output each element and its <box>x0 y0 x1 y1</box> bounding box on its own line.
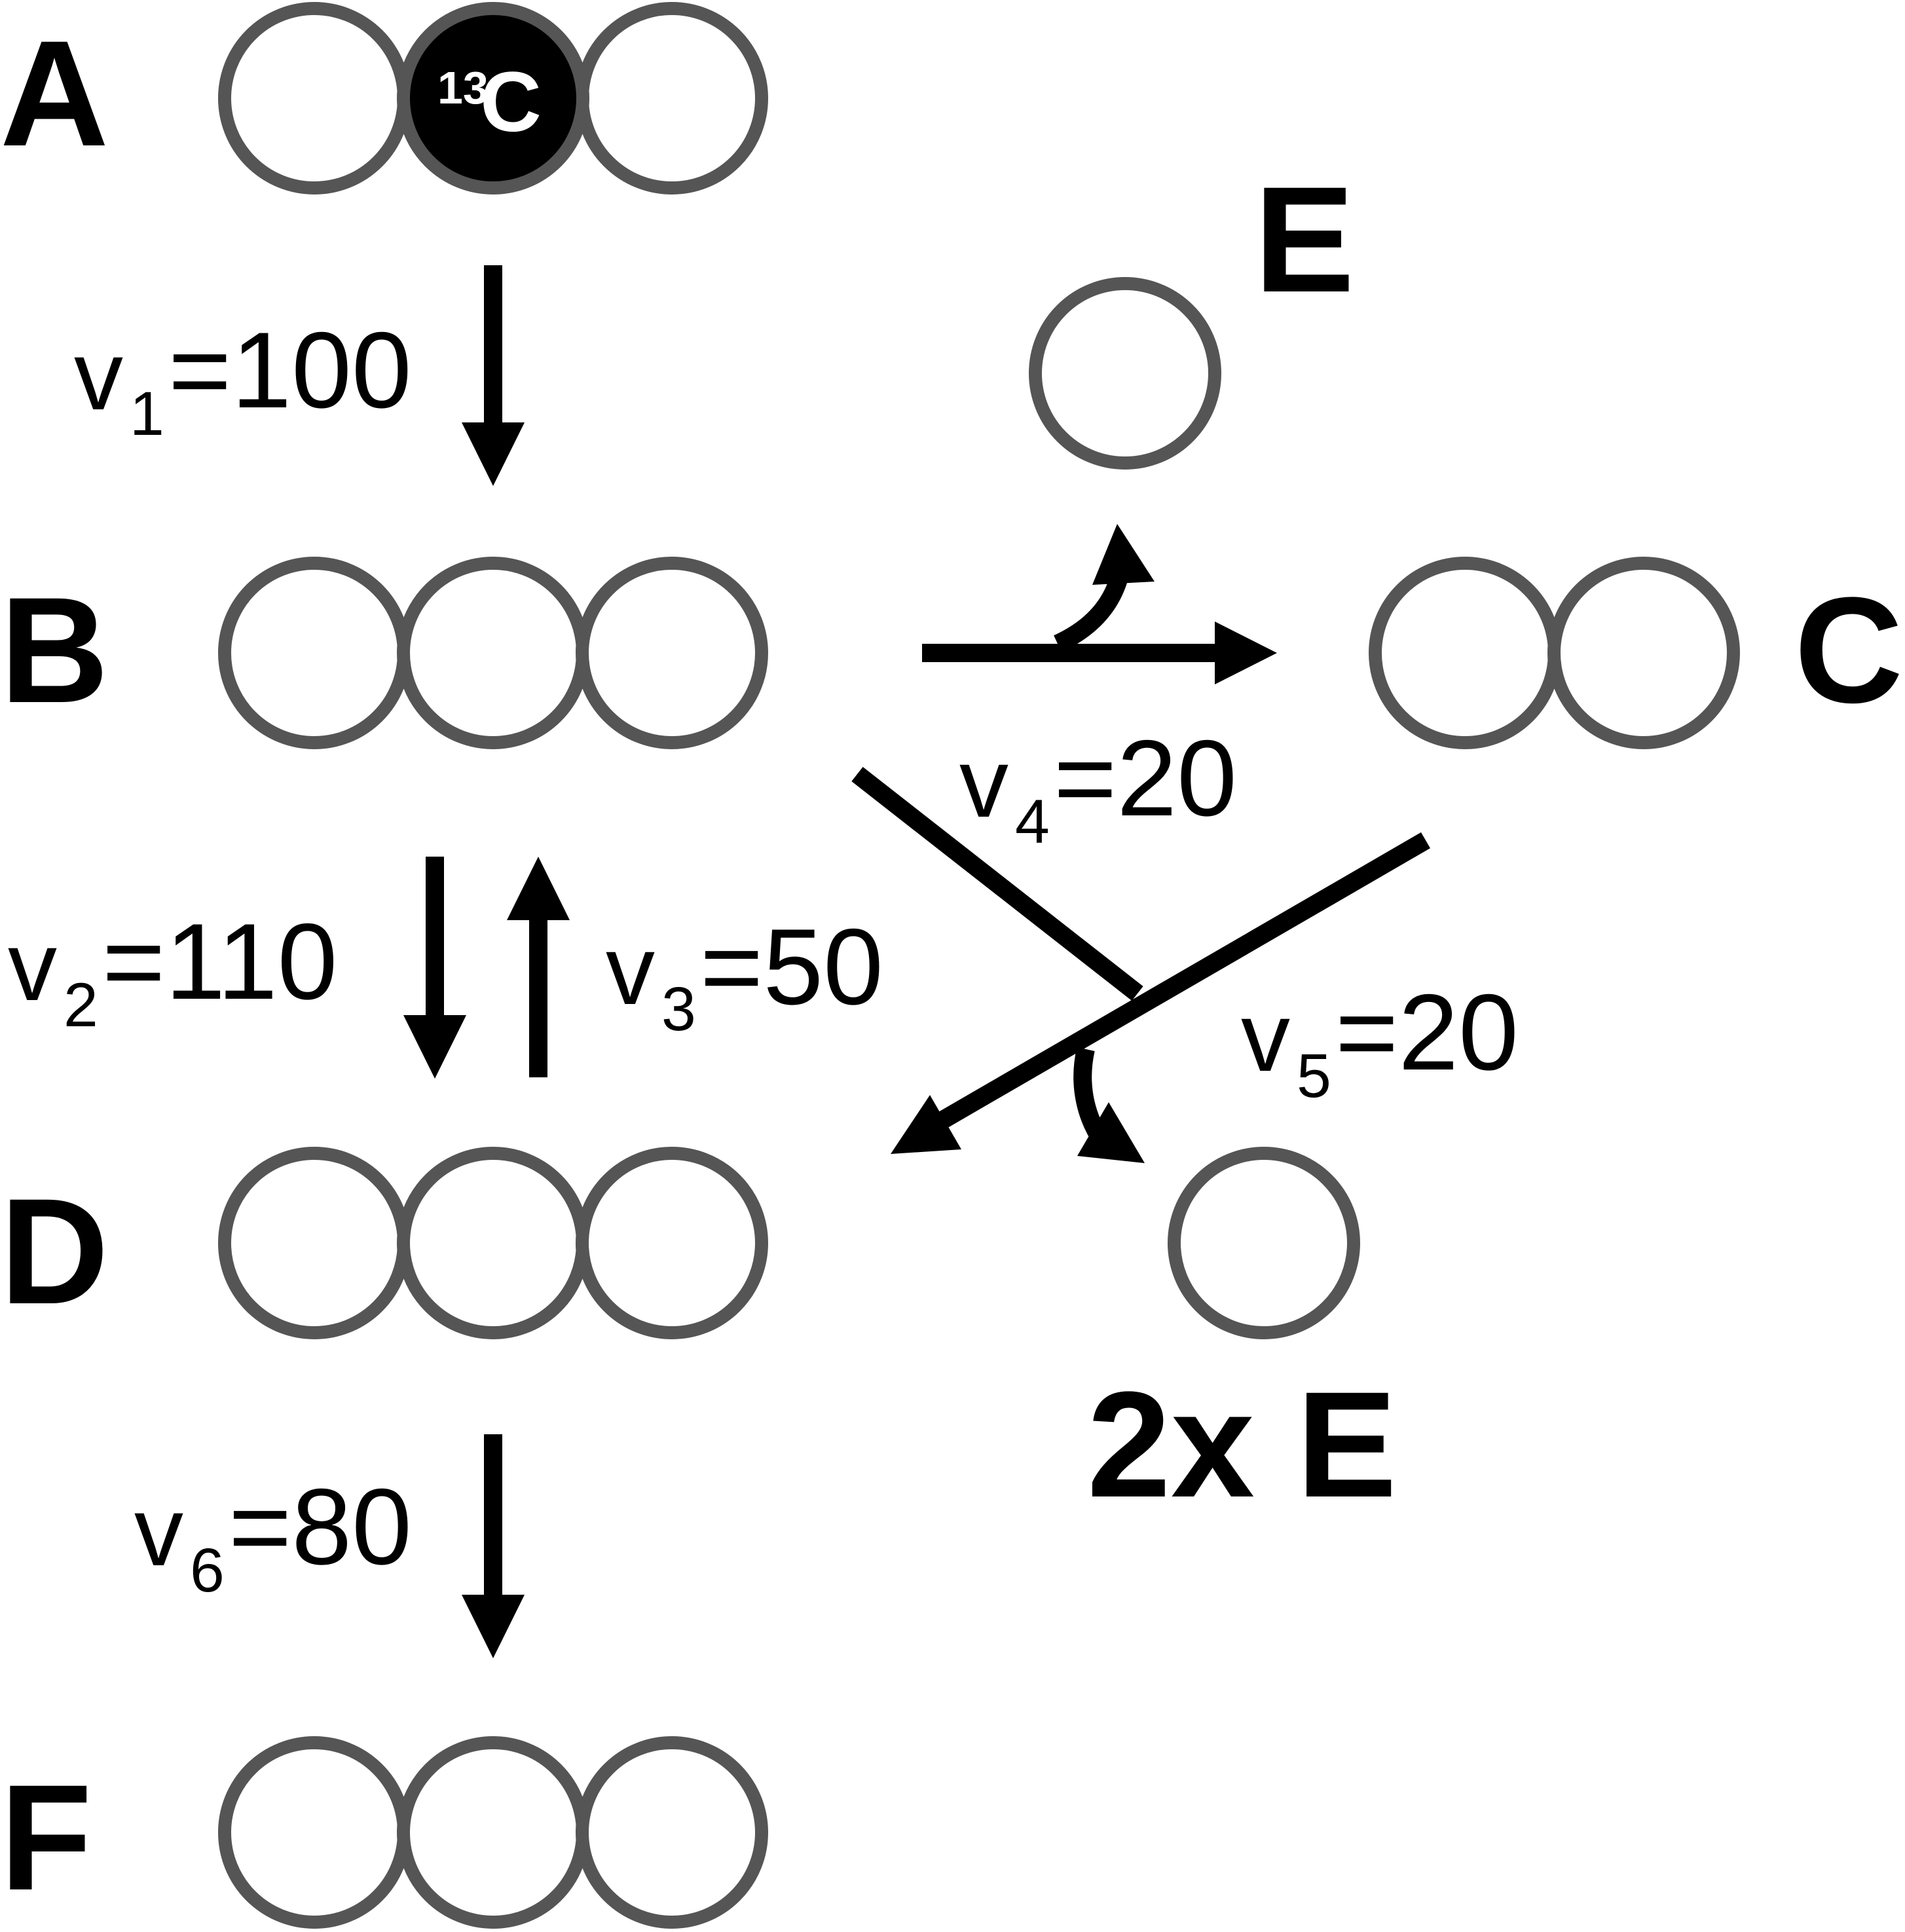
flux-value: =110 <box>102 901 337 1022</box>
flux-symbol: v <box>1241 982 1290 1092</box>
flux-value: =20 <box>1054 718 1237 838</box>
metabolite-label-d: D <box>0 1167 109 1335</box>
flux-value: =80 <box>229 1466 412 1587</box>
carbon-atom <box>218 2 411 195</box>
metabolite-e-atom <box>1029 277 1221 470</box>
labeled-carbon-atom <box>397 2 589 195</box>
flux-subscript: 1 <box>130 379 164 449</box>
carbon-atom <box>1369 557 1561 749</box>
metabolite-label-b: B <box>0 566 109 734</box>
flux-symbol: v <box>74 320 123 430</box>
metabolite-2x-e-atom <box>1168 1147 1360 1339</box>
carbon-atom <box>397 557 589 749</box>
flux-symbol: v <box>606 915 655 1025</box>
carbon-atom <box>576 1736 768 1929</box>
flux-subscript: 4 <box>1015 787 1050 857</box>
metabolite-label-c: C <box>1794 566 1903 734</box>
flux-arrow-v3 <box>507 857 570 1077</box>
flux-arrow-v6 <box>462 1434 525 1658</box>
flux-symbol: v <box>8 911 57 1021</box>
metabolite-label-f: F <box>0 1753 92 1922</box>
carbon-atom <box>576 1147 768 1339</box>
metabolite-b-atoms <box>218 557 768 749</box>
metabolite-f-atoms <box>218 1736 768 1929</box>
carbon-atom <box>218 1736 411 1929</box>
metabolite-d-atoms <box>218 1147 768 1339</box>
isotope-mass-number: 13 <box>437 62 489 113</box>
flux-symbol: v <box>959 728 1008 838</box>
flux-subscript: 2 <box>64 971 98 1040</box>
carbon-atom <box>576 557 768 749</box>
flux-subscript: 5 <box>1297 1041 1331 1111</box>
flux-arrow-v4 <box>922 524 1277 684</box>
metabolite-label-a: A <box>0 9 109 177</box>
flux-value: =20 <box>1335 972 1519 1092</box>
carbon-atom <box>1547 557 1740 749</box>
flux-value: =50 <box>700 906 883 1027</box>
carbon-atom <box>576 2 768 195</box>
flux-arrow-v5 <box>851 766 1431 1163</box>
metabolite-label-e: E <box>1254 155 1354 324</box>
carbon-atom <box>218 557 411 749</box>
flux-label-v4: v 4 =20 <box>959 718 1237 857</box>
carbon-atom <box>397 1147 589 1339</box>
flux-label-v6: v 6 =80 <box>134 1466 412 1605</box>
carbon-atom <box>218 1147 411 1339</box>
flux-label-v3: v 3 =50 <box>606 906 883 1044</box>
flux-label-v5: v 5 =20 <box>1241 972 1519 1111</box>
isotope-element: C <box>480 54 542 149</box>
metabolite-c-atoms <box>1369 557 1740 749</box>
metabolite-a-atoms: 13 C <box>218 2 768 195</box>
flux-value: =100 <box>168 310 412 430</box>
flux-subscript: 6 <box>190 1536 225 1605</box>
flux-label-v2: v 2 =110 <box>8 901 337 1040</box>
flux-arrow-v1 <box>462 265 525 486</box>
metabolite-label-2x-e: 2x E <box>1087 1360 1397 1529</box>
carbon-atom <box>397 1736 589 1929</box>
flux-label-v1: v 1 =100 <box>74 310 412 449</box>
flux-symbol: v <box>134 1476 183 1586</box>
flux-subscript: 3 <box>661 975 696 1044</box>
flux-arrow-v2 <box>403 857 466 1079</box>
